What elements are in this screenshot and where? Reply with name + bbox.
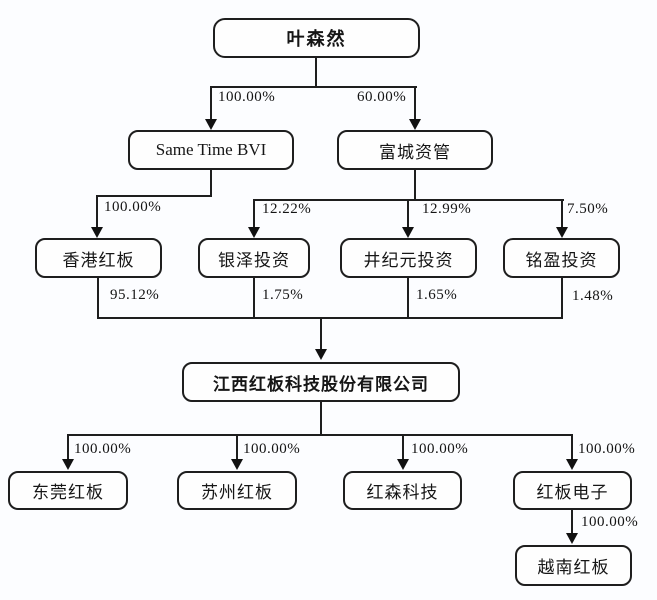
connector-line: [97, 317, 563, 319]
arrowhead-icon: [566, 533, 578, 544]
arrowhead-icon: [231, 459, 243, 470]
connector-line: [561, 199, 563, 228]
arrowhead-icon: [91, 227, 103, 238]
connector-line: [402, 434, 404, 461]
pct-bvi-to-hk: 100.00%: [104, 199, 162, 215]
connector-line: [320, 317, 322, 350]
connector-line: [414, 86, 416, 121]
connector-line: [97, 278, 99, 319]
pct-mingying-to-jiangxi: 1.48%: [572, 288, 614, 304]
arrowhead-icon: [205, 119, 217, 130]
node-mingying-touzi: 铭盈投资: [503, 238, 620, 278]
node-jiangxi-hongban: 江西红板科技股份有限公司: [182, 362, 460, 402]
pct-jiangxi-to-suzhou: 100.00%: [243, 441, 301, 457]
pct-fucheng-to-yinze: 12.22%: [262, 201, 312, 217]
node-yuenan-hongban: 越南红板: [515, 545, 632, 586]
connector-line: [320, 402, 322, 436]
connector-line: [561, 278, 563, 319]
arrowhead-icon: [402, 227, 414, 238]
node-jingjiyuan-touzi: 井纪元投资: [340, 238, 477, 278]
connector-line: [407, 278, 409, 319]
node-yinze-touzi: 银泽投资: [198, 238, 310, 278]
connector-line: [571, 434, 573, 461]
pct-dianzi-to-vietnam: 100.00%: [581, 514, 639, 530]
node-dongguan-hongban: 东莞红板: [8, 471, 128, 510]
connector-line: [96, 195, 98, 228]
connector-line: [210, 86, 212, 121]
connector-line: [67, 434, 69, 461]
arrowhead-icon: [397, 459, 409, 470]
connector-line: [236, 434, 238, 461]
connector-line: [414, 170, 416, 201]
pct-yinze-to-jiangxi: 1.75%: [262, 287, 304, 303]
node-hongban-dianzi: 红板电子: [513, 471, 632, 510]
pct-jiangxi-to-dongguan: 100.00%: [74, 441, 132, 457]
pct-ye-to-bvi: 100.00%: [218, 89, 276, 105]
node-hongsen-keji: 红森科技: [343, 471, 462, 510]
pct-jiangxi-to-hongsen: 100.00%: [411, 441, 469, 457]
arrowhead-icon: [566, 459, 578, 470]
node-ye-senran: 叶森然: [213, 18, 420, 58]
pct-ye-to-fucheng: 60.00%: [357, 89, 407, 105]
arrowhead-icon: [248, 227, 260, 238]
node-suzhou-hongban: 苏州红板: [177, 471, 297, 510]
arrowhead-icon: [315, 349, 327, 360]
pct-fucheng-to-mingying: 7.50%: [567, 201, 609, 217]
connector-line: [253, 199, 255, 228]
connector-line: [210, 86, 417, 88]
connector-line: [253, 278, 255, 319]
connector-line: [96, 195, 212, 197]
connector-line: [407, 199, 409, 228]
arrowhead-icon: [556, 227, 568, 238]
connector-line: [315, 58, 317, 88]
connector-line: [210, 170, 212, 197]
arrowhead-icon: [62, 459, 74, 470]
connector-line: [67, 434, 573, 436]
pct-jingjiyuan-to-jiangxi: 1.65%: [416, 287, 458, 303]
pct-jiangxi-to-dianzi: 100.00%: [578, 441, 636, 457]
pct-hk-to-jiangxi: 95.12%: [110, 287, 160, 303]
node-hongkong-hongban: 香港红板: [35, 238, 162, 278]
pct-fucheng-to-jingjiyuan: 12.99%: [422, 201, 472, 217]
connector-line: [571, 510, 573, 535]
arrowhead-icon: [409, 119, 421, 130]
node-same-time-bvi: Same Time BVI: [128, 130, 294, 170]
node-fucheng-ziguan: 富城资管: [337, 130, 493, 170]
